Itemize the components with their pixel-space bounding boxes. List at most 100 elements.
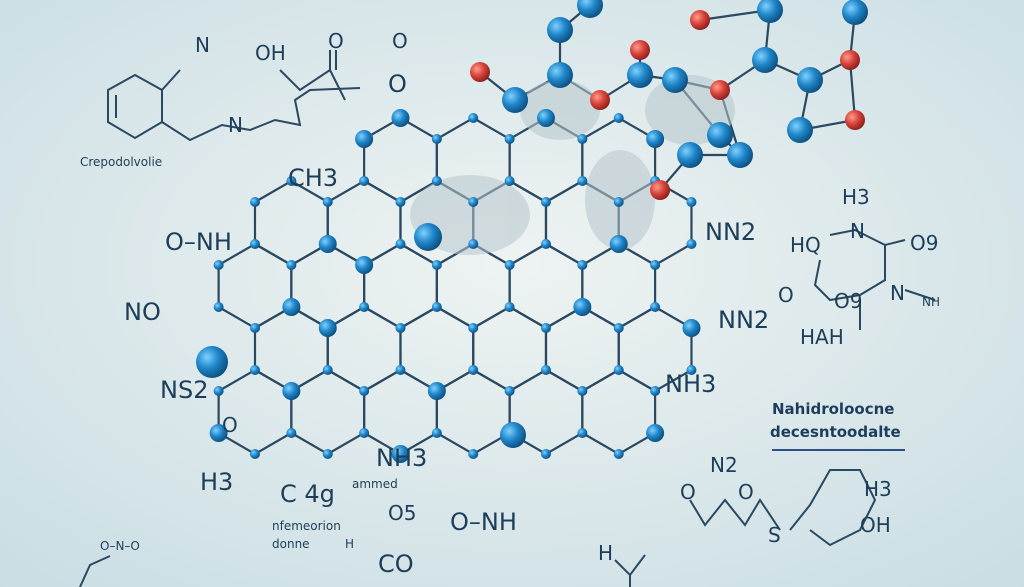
label-o9-right: O9 xyxy=(910,231,938,255)
label-nh-left: O–NH xyxy=(165,228,232,256)
atom xyxy=(468,113,479,123)
label-o-co: O5 xyxy=(388,501,416,525)
label-o-top2: O xyxy=(392,29,408,53)
atom xyxy=(322,197,333,207)
atom xyxy=(757,0,783,23)
atom xyxy=(650,386,661,396)
atom xyxy=(650,302,661,312)
label-o9-right2: O9 xyxy=(834,289,862,313)
atom xyxy=(752,47,778,73)
label-oh-br: OH xyxy=(860,513,891,537)
label-h3-br: H3 xyxy=(864,477,892,501)
atom xyxy=(359,386,370,396)
label-nh3-bottom: NH3 xyxy=(376,444,427,472)
atom xyxy=(468,323,479,333)
title-right-2: decesntoodalte xyxy=(770,423,901,441)
atom xyxy=(322,365,333,375)
atom xyxy=(540,449,551,459)
atom xyxy=(613,197,624,207)
atom xyxy=(646,424,665,442)
atom xyxy=(504,386,515,396)
atom xyxy=(540,239,551,249)
atom xyxy=(250,449,260,459)
caption-c4g: ammed xyxy=(352,477,398,491)
atom xyxy=(213,386,224,396)
atom xyxy=(318,319,337,337)
atom xyxy=(840,50,860,70)
atom xyxy=(727,142,753,168)
atom xyxy=(590,90,610,110)
atom xyxy=(502,87,528,113)
atom xyxy=(707,122,733,148)
atom xyxy=(630,40,650,60)
atom xyxy=(577,0,603,18)
atom xyxy=(196,346,228,378)
atom xyxy=(213,302,224,312)
label-nn2-right: NN2 xyxy=(705,218,756,246)
atom xyxy=(540,197,551,207)
atom xyxy=(286,428,297,438)
atom xyxy=(710,80,730,100)
label-o-right: O xyxy=(778,283,794,307)
label-o-br: O xyxy=(680,480,696,504)
atom xyxy=(536,109,555,127)
atom xyxy=(431,134,442,144)
label-s-br: S xyxy=(768,523,781,547)
atom xyxy=(547,17,573,43)
atom xyxy=(395,365,406,375)
atom xyxy=(468,239,479,249)
atom xyxy=(650,260,661,270)
atom xyxy=(662,67,688,93)
atom xyxy=(355,130,374,148)
label-n2-br: N2 xyxy=(710,453,738,477)
label-h-br: H xyxy=(598,541,613,565)
label-h3-right: H3 xyxy=(842,185,870,209)
atom xyxy=(391,445,410,463)
label-o-top3: O xyxy=(388,70,407,98)
label-o-br2: O xyxy=(738,480,754,504)
title-right-1: Nahidroloocne xyxy=(772,400,894,418)
label-nh3-right: NH3 xyxy=(665,370,716,398)
atom xyxy=(504,260,515,270)
atom xyxy=(547,62,573,88)
label-no-left: NO xyxy=(124,298,161,326)
label-n-top: N xyxy=(195,33,210,57)
atom xyxy=(250,365,260,375)
label-n-right2: N xyxy=(890,281,905,305)
atom xyxy=(395,197,406,207)
label-hah-right: HAH xyxy=(800,325,844,349)
atom xyxy=(613,113,624,123)
atom xyxy=(431,260,442,270)
label-h3-bottom: H3 xyxy=(200,468,233,496)
atom xyxy=(359,302,370,312)
label-n-mid: N xyxy=(228,113,243,137)
atom xyxy=(282,382,301,400)
bond xyxy=(848,59,857,121)
atom xyxy=(282,298,301,316)
atom xyxy=(286,176,297,186)
atom xyxy=(690,10,710,30)
atom xyxy=(286,260,297,270)
atom xyxy=(646,130,665,148)
atom xyxy=(577,260,588,270)
atom xyxy=(686,197,697,207)
atom xyxy=(395,323,406,333)
atom xyxy=(650,180,670,200)
right-ring xyxy=(813,228,936,330)
atom xyxy=(677,142,703,168)
label-h-bottom: H xyxy=(345,537,354,551)
atom xyxy=(797,67,823,93)
atom xyxy=(500,422,526,448)
label-c4g: C 4g xyxy=(280,480,335,508)
caption-bottom-2: donne xyxy=(272,537,310,551)
atom xyxy=(427,382,446,400)
atom xyxy=(577,176,588,186)
label-o-bl: O–N–O xyxy=(100,539,140,553)
atom xyxy=(391,109,410,127)
atom xyxy=(504,134,515,144)
atom xyxy=(322,449,333,459)
atom xyxy=(250,197,260,207)
atom xyxy=(250,239,260,249)
atom xyxy=(577,428,588,438)
label-hq-right: HQ xyxy=(790,233,821,257)
